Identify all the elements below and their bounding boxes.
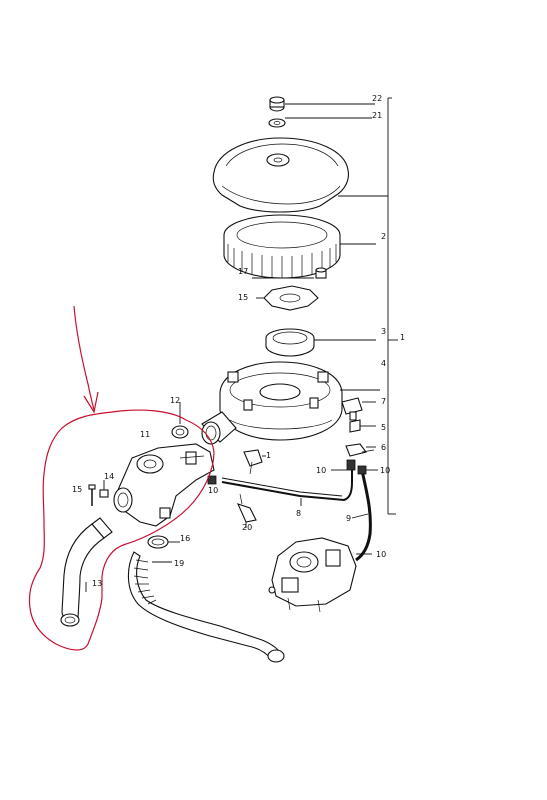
sensor-20 (236, 493, 257, 523)
callout-12: 12 (170, 396, 180, 405)
callout-13: 13 (92, 579, 102, 588)
pipe-8 (221, 468, 353, 502)
callout-10-mid: 10 (316, 466, 326, 475)
callout-20: 20 (242, 523, 252, 532)
clamp-16 (147, 535, 169, 549)
callout-22: 22 (372, 94, 382, 103)
callout-15-left: 15 (72, 485, 82, 494)
hose-9 (355, 469, 372, 562)
nut-17 (315, 267, 327, 279)
callout-5: 5 (381, 423, 386, 432)
callout-21: 21 (372, 111, 382, 120)
clip-14 (99, 489, 109, 498)
filter-element-2 (223, 214, 341, 279)
callout-16: 16 (180, 534, 190, 543)
callout-19: 19 (174, 559, 184, 568)
air-cleaner-base (201, 361, 343, 445)
bracket-15 (263, 285, 319, 311)
callout-10-right-a: 10 (380, 466, 390, 475)
callout-10-bottom: 10 (376, 550, 386, 559)
red-annotation (28, 305, 215, 651)
callout-1-side: 1 (400, 333, 405, 342)
red-enclosure-outline (28, 409, 215, 651)
callout-9: 9 (346, 514, 351, 523)
washer-21 (268, 118, 286, 128)
callout-labels: 22 21 2 17 15 3 1 4 7 5 6 10 10 1 10 8 9… (72, 94, 405, 588)
callout-14: 14 (104, 472, 114, 481)
callout-10-left: 10 (208, 486, 218, 495)
callout-6: 6 (381, 443, 386, 452)
hose-19 (127, 551, 285, 663)
callout-4: 4 (381, 359, 386, 368)
clamp-12 (171, 425, 189, 439)
clip-6 (345, 443, 375, 457)
clamp-10-right (346, 459, 367, 475)
valve-7 (341, 397, 363, 421)
nut-22 (269, 96, 285, 112)
hose-13 (60, 517, 113, 627)
gasket-3 (265, 328, 315, 357)
air-cleaner-cover (212, 137, 349, 213)
grommet-5 (349, 419, 361, 433)
red-arrow-shaft (73, 305, 95, 411)
callout-17: 17 (238, 267, 248, 276)
reference-bracket-line (387, 97, 398, 515)
callout-2: 2 (381, 232, 386, 241)
callout-3: 3 (381, 327, 386, 336)
callout-15: 15 (238, 293, 248, 302)
screw-15 (88, 484, 96, 506)
red-arrow-head (83, 391, 99, 414)
callout-8: 8 (296, 509, 301, 518)
callout-7: 7 (381, 397, 386, 406)
duct-11 (113, 443, 215, 527)
callout-4-small: 1 (266, 451, 271, 460)
throttle-body (268, 537, 357, 613)
bracket-4-small (243, 449, 263, 475)
callout-11: 11 (140, 430, 150, 439)
